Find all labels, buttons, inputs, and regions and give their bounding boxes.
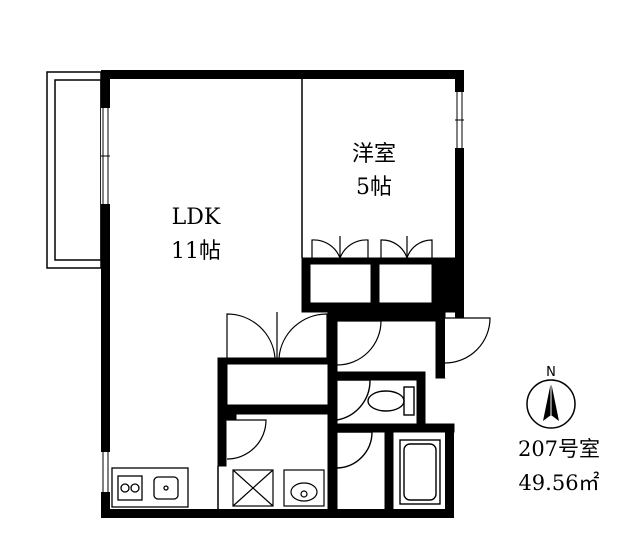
closet-doors-corridor	[226, 312, 328, 359]
kitchen-counter	[111, 467, 189, 508]
entrance-door	[336, 317, 491, 378]
closet-doors-western	[311, 236, 433, 259]
ldk-room-size: 11帖	[171, 239, 221, 264]
north-compass: N	[526, 365, 576, 429]
interior-walls	[217, 79, 457, 510]
toilet	[336, 379, 415, 421]
western-room-size: 5帖	[356, 175, 392, 200]
western-room-name: 洋室	[352, 142, 396, 167]
windows	[101, 92, 464, 492]
washroom	[226, 419, 325, 507]
ldk-room-name: LDK	[172, 205, 221, 230]
bathtub	[336, 431, 441, 505]
unit-area: 49.56㎡	[518, 471, 599, 495]
north-label: N	[546, 365, 556, 380]
outer-walls	[101, 70, 464, 518]
unit-number: 207号室	[518, 437, 600, 461]
compass-circle	[526, 379, 576, 429]
balcony	[46, 71, 102, 269]
